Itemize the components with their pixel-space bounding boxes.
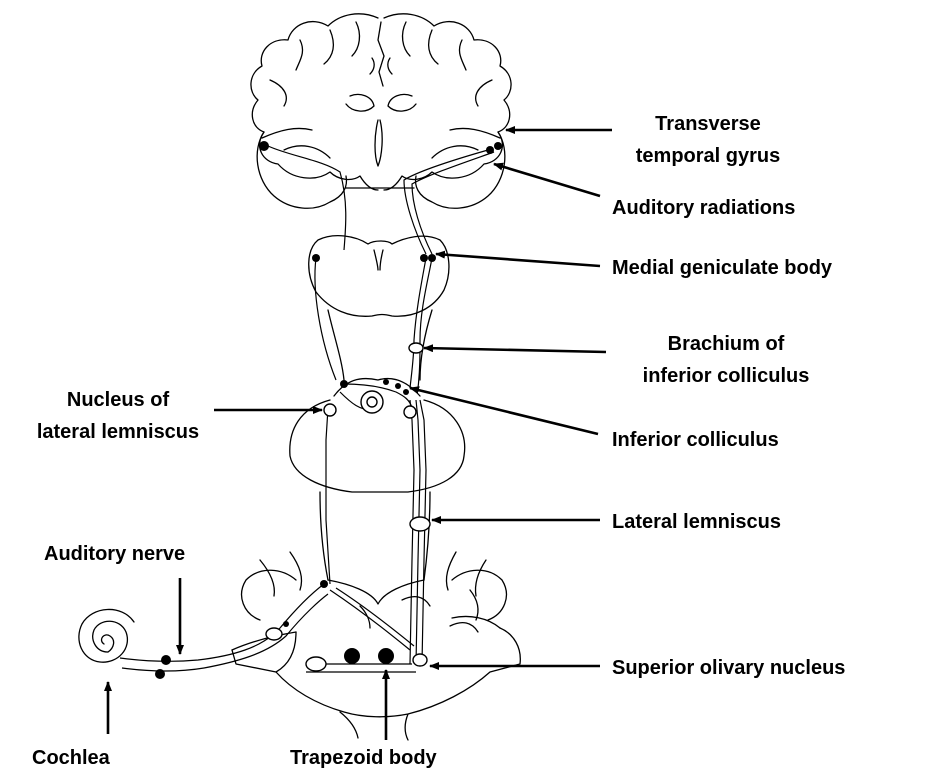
label-nucleus-line1: Nucleus of: [67, 389, 170, 411]
label-nucleus-line2: lateral lemniscus: [37, 421, 199, 443]
label-lateral-lemniscus: Lateral lemniscus: [612, 511, 781, 533]
arrow-medial-geniculate-body: [436, 254, 600, 266]
lateral-lemniscus-marker: [410, 517, 430, 531]
brachium-inferior-colliculus-marker: [409, 343, 423, 353]
nuclei: [155, 141, 502, 679]
mgb-left-nucleus: [312, 254, 320, 262]
label-brachium-line1: Brachium of: [668, 333, 785, 355]
label-medial-geniculate-body: Medial geniculate body: [612, 257, 833, 279]
label-trapezoid-body: Trapezoid body: [290, 747, 438, 769]
medulla-outline: [232, 552, 520, 740]
auditory-nerve-tract: [120, 584, 328, 671]
label-cochlea: Cochlea: [32, 747, 111, 769]
medial-geniculate-body-nucleus: [420, 254, 428, 262]
label-transverse-line2: temporal gyrus: [636, 145, 780, 167]
arrow-brachium: [424, 348, 606, 352]
superior-olivary-nucleus-marker: [413, 654, 427, 666]
trapezoid-body-nucleus: [344, 648, 360, 664]
cortex-left-nucleus: [259, 141, 269, 151]
brainstem-outline: [290, 310, 465, 580]
nucleus-lateral-lemniscus-marker: [324, 404, 336, 416]
label-transverse-line1: Transverse: [655, 113, 761, 135]
transverse-temporal-gyrus-nucleus: [486, 146, 494, 154]
arrow-inferior-colliculus: [410, 388, 598, 434]
cerebrum-outline: [251, 14, 511, 208]
label-inferior-colliculus: Inferior colliculus: [612, 429, 779, 451]
cochlea-icon: [79, 609, 134, 662]
label-auditory-radiations: Auditory radiations: [612, 197, 795, 219]
label-auditory-nerve: Auditory nerve: [44, 543, 185, 565]
arrow-auditory-radiations: [494, 164, 600, 196]
auditory-nerve-ganglion: [161, 655, 171, 665]
inferior-colliculus-marker: [404, 406, 416, 418]
label-brachium-line2: inferior colliculus: [643, 365, 810, 387]
label-superior-olivary-nucleus: Superior olivary nucleus: [612, 657, 845, 679]
